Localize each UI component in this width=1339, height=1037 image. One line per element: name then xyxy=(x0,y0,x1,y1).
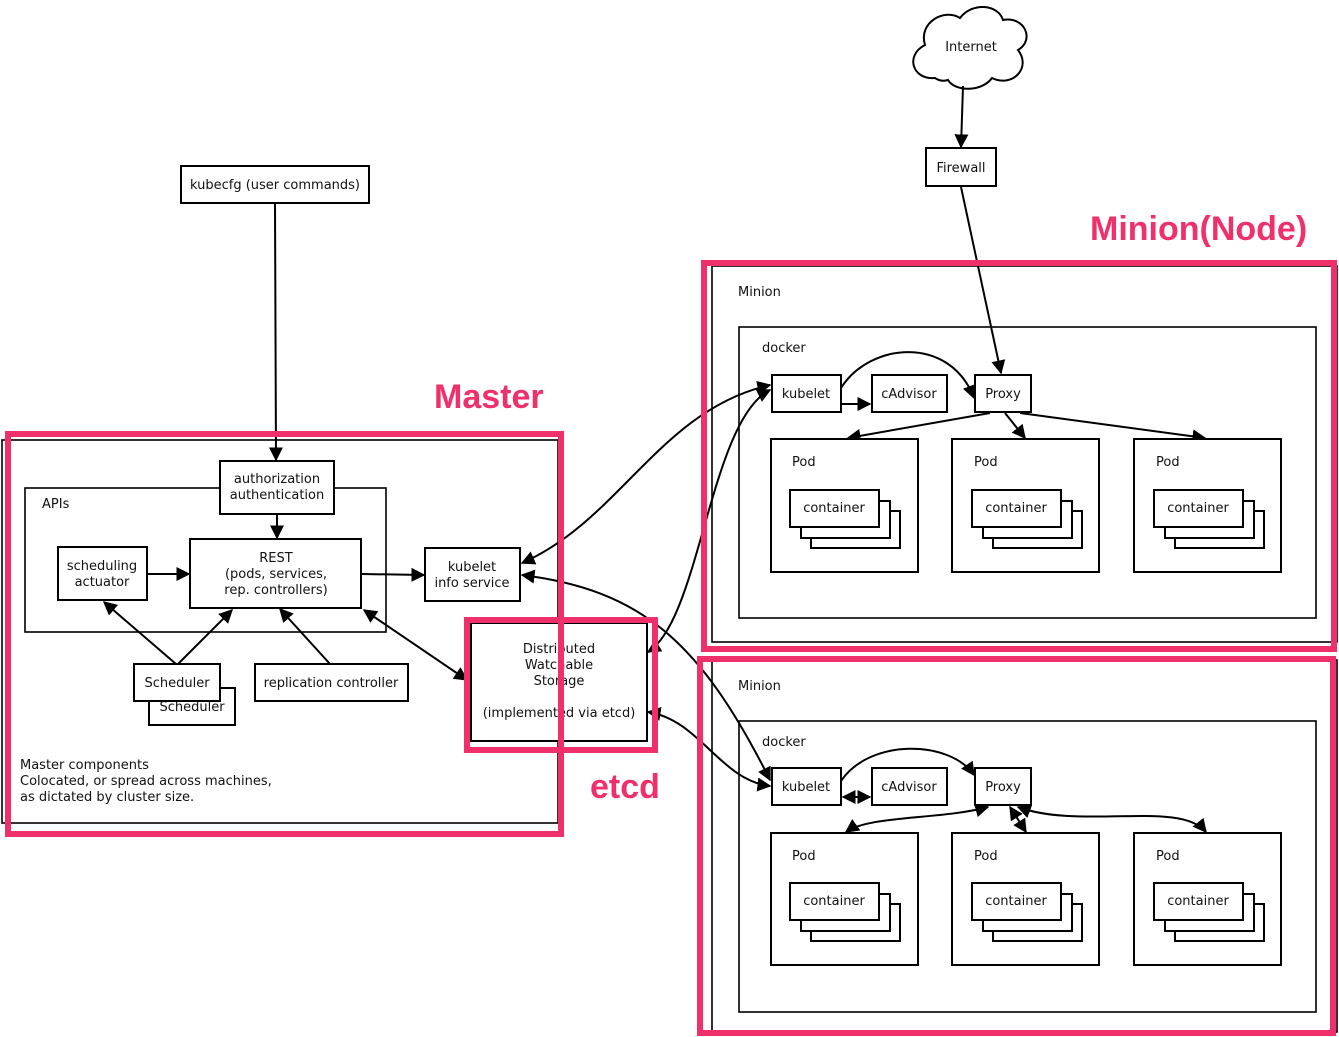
scheduling-line2: actuator xyxy=(75,575,130,590)
minion1-proxy-to-pod3-arrow xyxy=(1019,412,1207,444)
minion2-proxy-pod1-arrow xyxy=(844,803,990,833)
minion2-kubelet-to-proxy-arrow xyxy=(840,747,975,782)
minion1-pod1-container-label: container xyxy=(803,501,865,516)
minion2-proxy-label: Proxy xyxy=(985,780,1021,795)
apis-container xyxy=(24,487,387,633)
master-components-line3: as dictated by cluster size. xyxy=(20,790,194,805)
minion1-docker-label: docker xyxy=(762,341,806,356)
minion2-pod2-label: Pod xyxy=(974,849,998,864)
minion2-cadvisor-box: cAdvisor xyxy=(871,767,948,806)
minion2-pod1-label: Pod xyxy=(792,849,816,864)
storage-minion1-kubelet-arrow xyxy=(646,389,772,653)
master-annotation: Master xyxy=(434,378,544,416)
minion1-pod2-container-label: container xyxy=(985,501,1047,516)
minion1-proxy-to-pod2-arrow xyxy=(1004,412,1026,440)
rest-box: REST (pods, services, rep. controllers) xyxy=(189,538,362,609)
master-components-line2: Colocated, or spread across machines, xyxy=(20,774,272,789)
firewall-label: Firewall xyxy=(936,161,985,176)
minion1-pod2-label: Pod xyxy=(974,455,998,470)
replication-to-rest-arrow xyxy=(279,607,331,665)
minion2-proxy-pod2-arrow xyxy=(1009,805,1027,834)
minion1-cadvisor-box: cAdvisor xyxy=(871,374,948,413)
minion1-kubelet-label: kubelet xyxy=(782,387,830,402)
minion2-cadvisor-label: cAdvisor xyxy=(881,780,937,795)
minion2-pod1: Pod container xyxy=(770,832,919,966)
minion2-pod3-label: Pod xyxy=(1156,849,1180,864)
master-components-line1: Master components xyxy=(20,758,149,773)
scheduling-actuator-box: scheduling actuator xyxy=(57,546,148,601)
scheduler-to-rest-arrow xyxy=(177,609,233,665)
internet-to-firewall-arrow xyxy=(954,85,969,149)
scheduling-line1: scheduling xyxy=(67,559,137,574)
auth-line1: authorization xyxy=(234,472,320,487)
minion1-kubelet-box: kubelet xyxy=(771,374,842,413)
minion2-pod3: Pod container xyxy=(1133,832,1282,966)
minion2-proxy-box: Proxy xyxy=(974,767,1032,806)
internet-cloud: Internet xyxy=(912,6,1028,90)
minion1-pod3: Pod container xyxy=(1133,438,1282,573)
minion2-docker-container xyxy=(738,720,1317,1013)
kubelet-info-service-box: kubelet info service xyxy=(424,547,521,602)
firewall-to-proxy-arrow xyxy=(960,186,1006,375)
minion2-proxy-pod3-arrow xyxy=(1016,804,1207,834)
minion2-kubelet-label: kubelet xyxy=(782,780,830,795)
minion1-pod3-container-label: container xyxy=(1167,501,1229,516)
storage-minion2-kubelet-arrow xyxy=(646,707,772,792)
etcd-highlight xyxy=(464,617,658,753)
etcd-annotation: etcd xyxy=(590,768,660,806)
minion1-pod2: Pod container xyxy=(951,438,1100,573)
kubelet-info-line2: info service xyxy=(434,576,509,591)
minion-node-annotation: Minion(Node) xyxy=(1090,210,1307,248)
kubecfg-label: kubecfg (user commands) xyxy=(190,178,360,193)
minion1-highlight xyxy=(701,260,1337,652)
minion1-pod1: Pod container xyxy=(770,438,919,573)
rest-line1: REST xyxy=(259,551,292,566)
minion2-pod2: Pod container xyxy=(951,832,1100,966)
minion2-docker-label: docker xyxy=(762,735,806,750)
kubelet-info-line1: kubelet xyxy=(448,560,496,575)
minion1-pod3-label: Pod xyxy=(1156,455,1180,470)
kubecfg-box: kubecfg (user commands) xyxy=(180,165,370,204)
rest-storage-arrow xyxy=(362,609,469,681)
kubecfg-to-auth-arrow xyxy=(268,202,283,462)
minion2-kubelet-box: kubelet xyxy=(771,767,842,806)
firewall-box: Firewall xyxy=(925,147,997,187)
replication-controller-label: replication controller xyxy=(264,676,399,691)
master-highlight xyxy=(5,431,564,837)
rest-to-kubelet-info-arrow xyxy=(361,567,426,582)
scheduler-box: Scheduler xyxy=(133,663,221,702)
minion2-pod2-container-label: container xyxy=(985,894,1047,909)
rest-line2: (pods, services, xyxy=(225,567,327,582)
rest-line3: rep. controllers) xyxy=(224,583,327,598)
minion1-proxy-to-pod1-arrow xyxy=(846,412,991,443)
minion2-pod3-container-label: container xyxy=(1167,894,1229,909)
minion2-highlight xyxy=(697,656,1336,1036)
replication-controller-box: replication controller xyxy=(254,663,409,702)
minion1-proxy-label: Proxy xyxy=(985,387,1021,402)
scheduler-back-label: Scheduler xyxy=(159,700,225,715)
auth-box: authorization authentication xyxy=(219,460,335,515)
minion2-label: Minion xyxy=(738,679,781,694)
internet-label: Internet xyxy=(945,40,997,55)
minion2-pod1-container-label: container xyxy=(803,894,865,909)
auth-line2: authentication xyxy=(230,488,325,503)
scheduler-label: Scheduler xyxy=(144,676,210,691)
minion1-label: Minion xyxy=(738,285,781,300)
scheduler-to-scheduling-arrow xyxy=(102,601,177,665)
minion1-proxy-box: Proxy xyxy=(974,374,1032,413)
minion1-pod1-label: Pod xyxy=(792,455,816,470)
apis-label: APIs xyxy=(42,497,70,512)
minion1-kubelet-to-proxy-arrow xyxy=(840,351,977,400)
minion1-cadvisor-label: cAdvisor xyxy=(881,387,937,402)
